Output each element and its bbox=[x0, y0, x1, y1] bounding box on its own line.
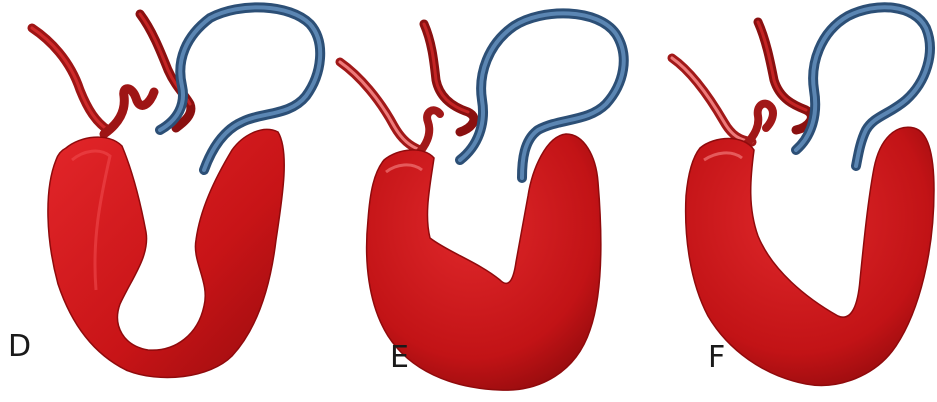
panel-label-d: D bbox=[8, 332, 31, 362]
panel-label-e: E bbox=[390, 343, 409, 373]
panel-d bbox=[32, 7, 320, 377]
e-artery-curl bbox=[416, 110, 440, 156]
panel-e bbox=[340, 13, 624, 390]
panel-f bbox=[672, 7, 934, 385]
d-artery-mid bbox=[104, 89, 154, 134]
d-artery-left bbox=[32, 28, 108, 130]
d-heart-tube bbox=[48, 129, 284, 377]
e-artery-right bbox=[424, 24, 474, 132]
f-artery-right bbox=[758, 22, 811, 130]
panel-label-f: F bbox=[708, 343, 725, 373]
